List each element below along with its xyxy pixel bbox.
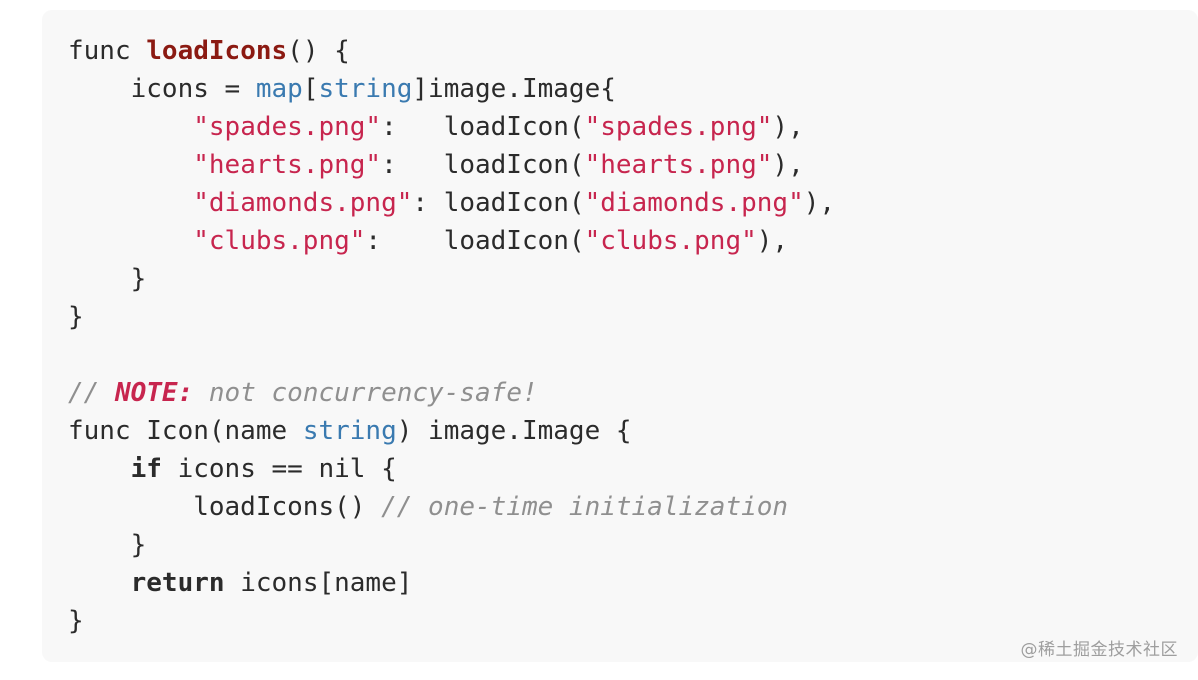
code-token-plain: icons = [68,74,256,104]
code-token-plain: ), [756,226,789,256]
code-token-comment: // one-time initialization [381,492,789,522]
code-token-plain [68,568,131,598]
code-token-plain: : loadIcon( [412,188,585,218]
code-token-comment: not concurrency-safe! [193,378,538,408]
code-token-plain: () { [287,36,350,66]
code-line: icons = map[string]image.Image{ [68,70,1198,108]
code-token-string: "hearts.png" [584,150,773,180]
code-token-plain: loadIcons() [68,492,382,522]
code-line: func loadIcons() { [68,32,1198,70]
code-token-plain: ) image.Image { [396,416,632,446]
code-line: "clubs.png": loadIcon("clubs.png"), [68,222,1198,260]
code-token-type: string [302,416,397,446]
code-token-plain: ), [772,150,804,180]
code-line: "spades.png": loadIcon("spades.png"), [68,108,1198,146]
code-token-plain: } [68,606,84,636]
code-token-plain: [ [302,74,319,104]
code-line: // NOTE: not concurrency-safe! [68,374,1198,412]
code-line: loadIcons() // one-time initialization [68,488,1198,526]
code-token-plain: : loadIcon( [381,150,585,180]
code-token-plain: icons == nil { [161,454,397,484]
code-token-string: "diamonds.png" [584,188,804,218]
code-token-plain [68,454,131,484]
code-token-plain [68,150,193,180]
code-token-plain: } [68,530,147,560]
code-line: "diamonds.png": loadIcon("diamonds.png")… [68,184,1198,222]
code-token-string: "clubs.png" [584,226,757,256]
code-token-string: "spades.png" [193,112,382,142]
code-token-plain [68,188,193,218]
code-line: } [68,602,1198,640]
code-content: func loadIcons() { icons = map[string]im… [68,32,1198,640]
code-token-plain: func [68,36,147,66]
code-token-plain: ]image.Image{ [412,74,616,104]
code-token-string: "diamonds.png" [193,188,413,218]
code-token-type: map [255,74,303,104]
code-token-fn-name: loadIcons [146,36,288,66]
watermark: @稀土掘金技术社区 [1020,640,1178,660]
code-token-plain [68,226,193,256]
code-line: func Icon(name string) image.Image { [68,412,1198,450]
code-token-comment: // [68,378,115,408]
code-token-type: string [318,74,413,104]
code-token-plain: } [68,302,84,332]
code-token-plain: } [68,264,147,294]
code-token-plain: ), [803,188,836,218]
code-token-string: "hearts.png" [193,150,382,180]
code-token-note: NOTE: [114,378,194,408]
code-token-string: "spades.png" [584,112,773,142]
code-token-plain: func Icon(name [68,416,303,446]
code-line: if icons == nil { [68,450,1198,488]
code-line: } [68,526,1198,564]
code-line: "hearts.png": loadIcon("hearts.png"), [68,146,1198,184]
code-token-string: "clubs.png" [193,226,366,256]
code-block: func loadIcons() { icons = map[string]im… [42,10,1198,662]
code-token-plain: : loadIcon( [365,226,585,256]
code-token-plain: icons[name] [224,568,413,598]
code-token-plain [68,112,193,142]
code-line: } [68,260,1198,298]
code-token-plain: ), [772,112,804,142]
code-line: return icons[name] [68,564,1198,602]
code-line: } [68,298,1198,336]
code-token-keyword: return [130,568,225,598]
code-token-keyword: if [130,454,162,484]
code-line [68,336,1198,374]
code-token-plain: : loadIcon( [381,112,585,142]
